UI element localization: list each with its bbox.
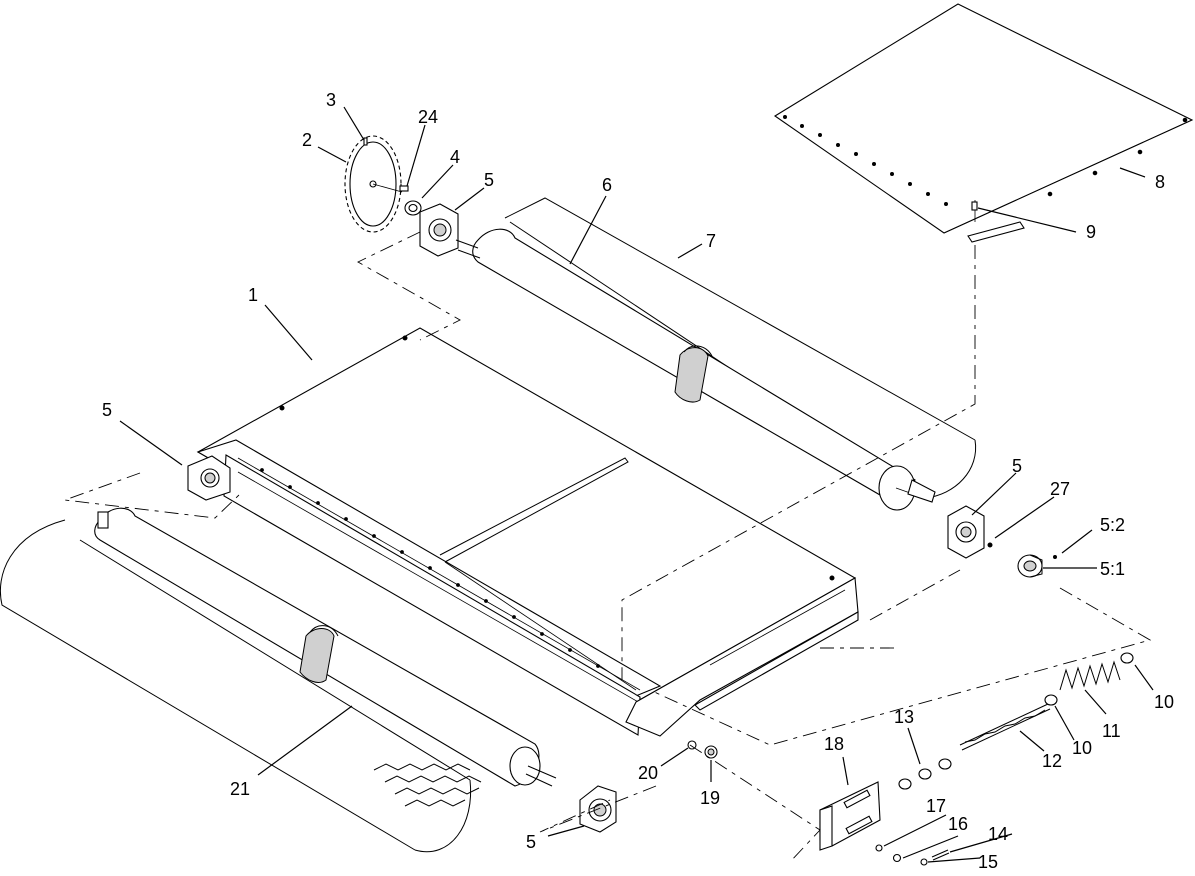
bracket-lockwasher [892, 853, 902, 863]
sprocket-key [363, 137, 368, 146]
tensioner-assembly [959, 652, 1134, 751]
bracket-bolt [920, 849, 950, 866]
callout-1: 1 [248, 285, 258, 305]
callout-5-right: 5 [1012, 456, 1022, 476]
bearing-right [947, 505, 985, 559]
frame-bearing-left [187, 455, 231, 501]
callout-5-1: 5:1 [1100, 559, 1125, 579]
main-frame [187, 327, 859, 737]
callout-6: 6 [602, 175, 612, 195]
callout-5-2: 5:2 [1100, 515, 1125, 535]
assembly-lines [64, 231, 1152, 863]
nut-set [898, 758, 952, 790]
callout-5-upper: 5 [484, 170, 494, 190]
drive-sprocket [344, 135, 409, 233]
callout-18: 18 [824, 734, 844, 754]
callout-16: 16 [948, 814, 968, 834]
cover-bracket [967, 200, 1025, 243]
insert-setscrew [1053, 555, 1057, 559]
washer [1044, 694, 1058, 706]
callout-17: 17 [926, 796, 946, 816]
callout-24: 24 [418, 107, 438, 127]
callout-14: 14 [988, 824, 1008, 844]
grease-fitting [987, 542, 993, 548]
leader-lines [119, 106, 1154, 863]
callout-5-lower: 5 [526, 832, 536, 852]
callout-4: 4 [450, 147, 460, 167]
callout-8: 8 [1155, 172, 1165, 192]
adjuster-bracket [819, 781, 881, 851]
lower-roller [94, 507, 557, 787]
callout-10-right: 10 [1154, 692, 1174, 712]
callout-5-left: 5 [102, 400, 112, 420]
callout-19: 19 [700, 788, 720, 808]
callout-3: 3 [326, 90, 336, 110]
callout-12: 12 [1042, 751, 1062, 771]
set-screw [399, 185, 409, 192]
callout-10-mid: 10 [1072, 738, 1092, 758]
bearing-upper [419, 203, 459, 257]
upper-roller [455, 228, 936, 511]
callout-27: 27 [1050, 479, 1070, 499]
spacer-ring [404, 200, 422, 216]
callout-21: 21 [230, 779, 250, 799]
bushing-20 [687, 740, 697, 750]
end-nut [1120, 652, 1134, 664]
callout-7: 7 [706, 231, 716, 251]
callout-20: 20 [638, 763, 658, 783]
callout-2: 2 [302, 130, 312, 150]
callout-9: 9 [1086, 222, 1096, 242]
callout-11: 11 [1102, 721, 1121, 741]
callouts: 1 2 3 24 4 5 6 7 8 9 5 5 27 5:2 5:1 10 1… [102, 90, 1174, 872]
lower-belt [0, 519, 472, 853]
bushing-19 [704, 745, 718, 759]
bracket-washer [875, 844, 883, 852]
callout-13: 13 [894, 707, 914, 727]
bearing-insert [1017, 554, 1043, 578]
belt-texture [373, 763, 482, 807]
cover-plate [773, 3, 1194, 234]
callout-15: 15 [978, 852, 998, 872]
